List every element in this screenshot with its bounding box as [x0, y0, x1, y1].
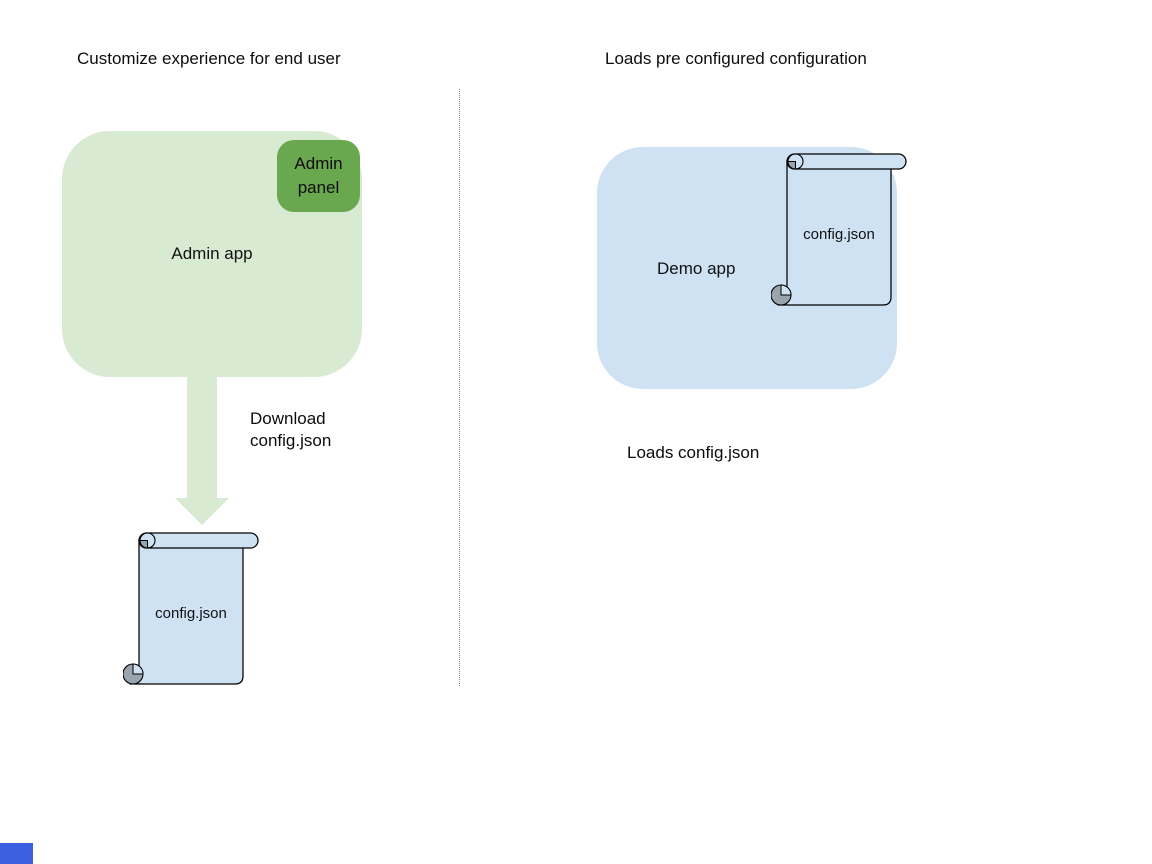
right-section-title: Loads pre configured configuration: [605, 49, 867, 68]
admin-app-label: Admin app: [171, 244, 253, 263]
config-json-scroll-icon: config.json: [123, 532, 259, 685]
download-config-label-line2: config.json: [250, 431, 332, 450]
corner-blue-chip: [0, 843, 33, 864]
config-json-scroll-icon: config.json: [771, 153, 907, 306]
download-arrow-icon: [175, 377, 229, 525]
loads-config-caption: Loads config.json: [627, 443, 760, 462]
download-config-label-line1: Download: [250, 409, 326, 428]
download-config-label: Download config.json: [250, 408, 331, 452]
left-section-title: Customize experience for end user: [77, 49, 341, 68]
admin-panel-badge: Admin panel: [277, 140, 360, 212]
config-json-file-label: config.json: [803, 226, 875, 243]
config-json-file-label: config.json: [155, 605, 227, 622]
admin-app-box: Admin app Admin panel: [62, 131, 362, 377]
demo-app-label: Demo app: [657, 259, 736, 278]
section-divider: [459, 89, 460, 686]
